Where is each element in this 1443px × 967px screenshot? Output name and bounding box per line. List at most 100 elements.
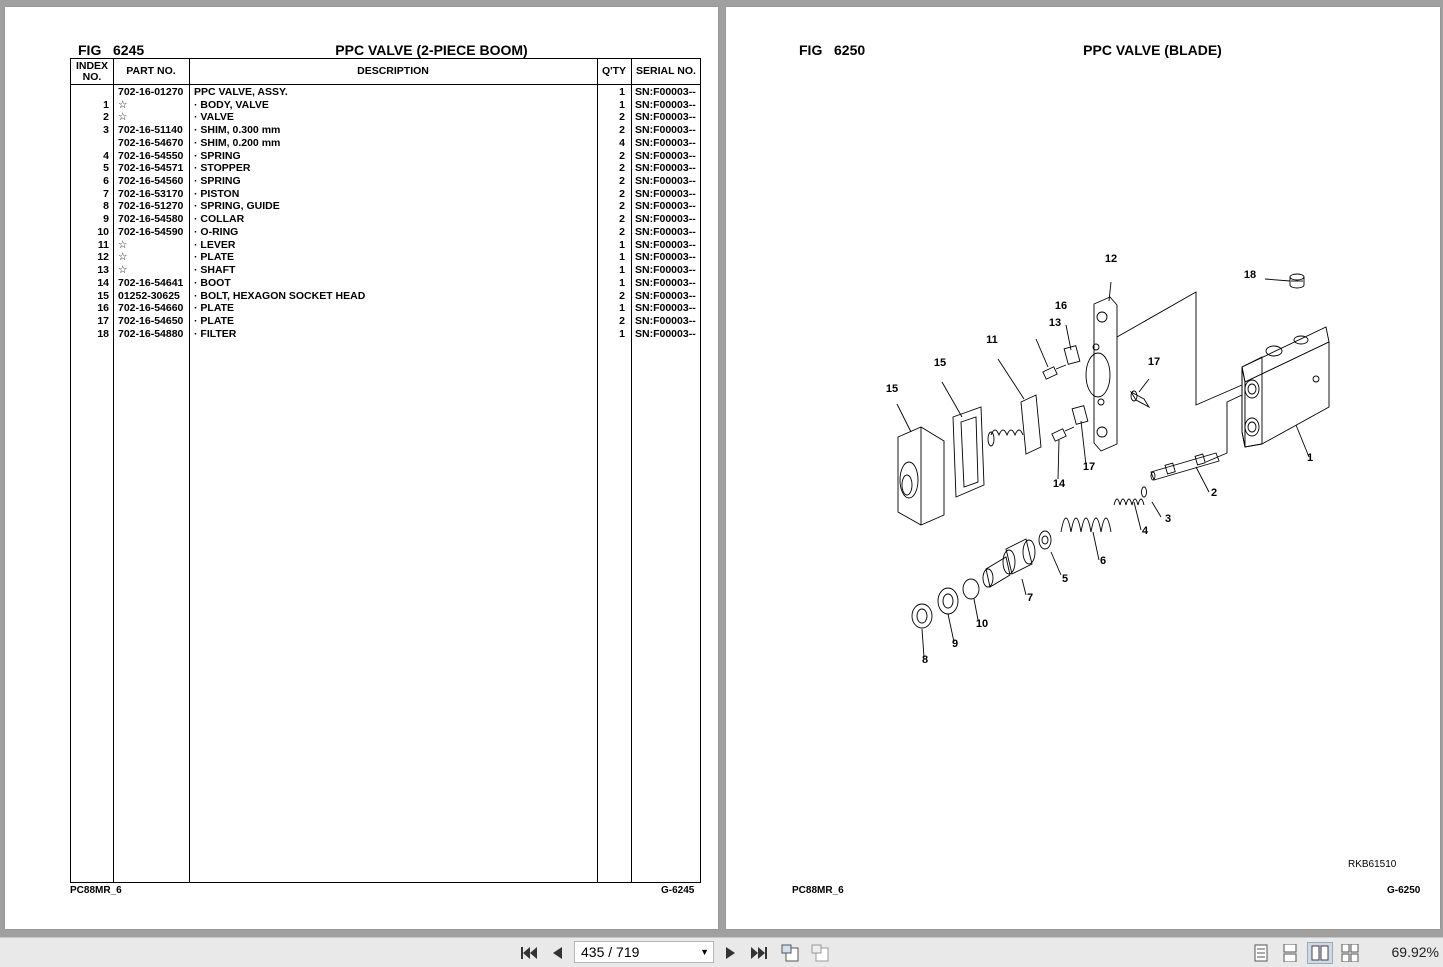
description-cell: · PLATE: [194, 302, 235, 315]
rotate-icon[interactable]: [778, 942, 802, 964]
index-cell: 15: [97, 289, 109, 302]
serial-no-cell: SN:F00003--: [635, 213, 696, 226]
callout-label: 9: [952, 638, 958, 650]
serial-no-cell: SN:F00003--: [635, 86, 696, 98]
header-part-no: PART NO.: [126, 65, 176, 77]
single-page-icon[interactable]: [1250, 942, 1272, 964]
qty-cell: 2: [619, 187, 625, 200]
description-cell: · SPRING, GUIDE: [194, 200, 280, 213]
zoom-level[interactable]: 69.92%: [1391, 944, 1439, 960]
plate-17-drawing: [1063, 345, 1081, 365]
qty-cell: 2: [619, 124, 625, 137]
part-no-cell: ☆: [118, 264, 128, 277]
description-cell: · VALVE: [194, 111, 234, 124]
index-cell: 1: [103, 98, 109, 111]
callout-label: 10: [976, 618, 988, 630]
two-page-icon[interactable]: [1307, 942, 1333, 964]
qty-cell: 2: [619, 225, 625, 238]
qty-cell: 1: [619, 238, 625, 251]
index-cell: 4: [103, 149, 109, 162]
callout-label: 12: [1105, 253, 1117, 265]
serial-no-cell: SN:F00003--: [635, 124, 696, 137]
callout-label: 17: [1148, 356, 1160, 368]
qty-cell: 2: [619, 213, 625, 226]
qty-cell: 1: [619, 264, 625, 277]
qty-cell: 2: [619, 149, 625, 162]
continuous-icon[interactable]: [1279, 942, 1301, 964]
qty-cell: 2: [619, 111, 625, 124]
large-spring-drawing: [1060, 517, 1112, 533]
index-cell: 7: [103, 187, 109, 200]
serial-no-cell: SN:F00003--: [635, 111, 696, 124]
serial-no-cell: SN:F00003--: [635, 314, 696, 327]
part-no-cell: 702-16-01270: [118, 86, 184, 98]
part-no-cell: 702-16-51140: [118, 124, 183, 137]
description-cell: PPC VALVE, ASSY.: [194, 86, 288, 98]
part-no-cell: 01252-30625: [118, 289, 180, 302]
index-cell: 11: [97, 238, 109, 251]
description-cell: · PISTON: [194, 187, 240, 200]
description-cell: · SPRING: [194, 175, 241, 188]
serial-no-cell: SN:F00003--: [635, 302, 696, 315]
description-cell: · PLATE: [194, 251, 235, 264]
boot-drawing: [897, 426, 945, 526]
part-no-cell: ☆: [118, 238, 128, 251]
description-cell: · FILTER: [194, 327, 237, 340]
serial-no-cell: SN:F00003--: [635, 251, 696, 264]
serial-no-cell: SN:F00003--: [635, 162, 696, 175]
part-no-cell: 702-16-54550: [118, 149, 184, 162]
callout-label: 11: [986, 334, 998, 346]
first-page-icon[interactable]: [518, 942, 540, 964]
part-no-cell: 702-16-51270: [118, 200, 184, 213]
serial-no-cell: SN:F00003--: [635, 225, 696, 238]
shaft-drawing: [1129, 390, 1151, 409]
description-cell: · BOLT, HEXAGON SOCKET HEAD: [194, 289, 366, 302]
index-cell: 9: [103, 213, 109, 226]
part-no-cell: ☆: [118, 111, 128, 124]
index-cell: 17: [97, 314, 109, 327]
prev-page-icon[interactable]: [546, 942, 568, 964]
chevron-down-icon[interactable]: ▼: [700, 947, 709, 957]
last-page-icon[interactable]: [748, 942, 770, 964]
two-page-continuous-icon[interactable]: [1339, 942, 1361, 964]
page-number-input[interactable]: 435 / 719 ▼: [574, 941, 714, 963]
fig-number: 6250: [834, 42, 866, 58]
plate-17-drawing: [1071, 405, 1089, 425]
fit-icon[interactable]: [808, 942, 832, 964]
left-page: FIG 6245 PPC VALVE (2-PIECE BOOM) INDEX …: [5, 7, 718, 929]
header-index: INDEX NO.: [75, 59, 109, 83]
part-no-cell: 702-16-54571: [118, 162, 184, 175]
table-row: 15 01252-30625 · BOLT, HEXAGON SOCKET HEAD…: [71, 290, 700, 303]
serial-no-cell: SN:F00003--: [635, 289, 696, 302]
viewer-toolbar: 435 / 719 ▼ 69.92%: [0, 937, 1443, 967]
description-cell: · SHIM, 0.300 mm: [194, 124, 281, 137]
serial-no-cell: SN:F00003--: [635, 98, 696, 111]
drawing-code: RKB61510: [1348, 859, 1397, 870]
index-cell: 18: [97, 327, 109, 340]
serial-no-cell: SN:F00003--: [635, 200, 696, 213]
index-cell: 10: [97, 225, 109, 238]
callout-label: 16: [1055, 300, 1067, 312]
index-cell: 3: [103, 124, 109, 137]
fig-label: FIG 6250: [799, 42, 866, 58]
footer-right: G-6250: [1387, 885, 1421, 896]
next-page-icon[interactable]: [720, 942, 742, 964]
qty-cell: 1: [619, 251, 625, 264]
description-cell: · BOOT: [194, 276, 231, 289]
index-cell: 16: [97, 302, 109, 315]
part-no-cell: 702-16-53170: [118, 187, 184, 200]
qty-cell: 4: [619, 136, 625, 149]
qty-cell: 2: [619, 162, 625, 175]
